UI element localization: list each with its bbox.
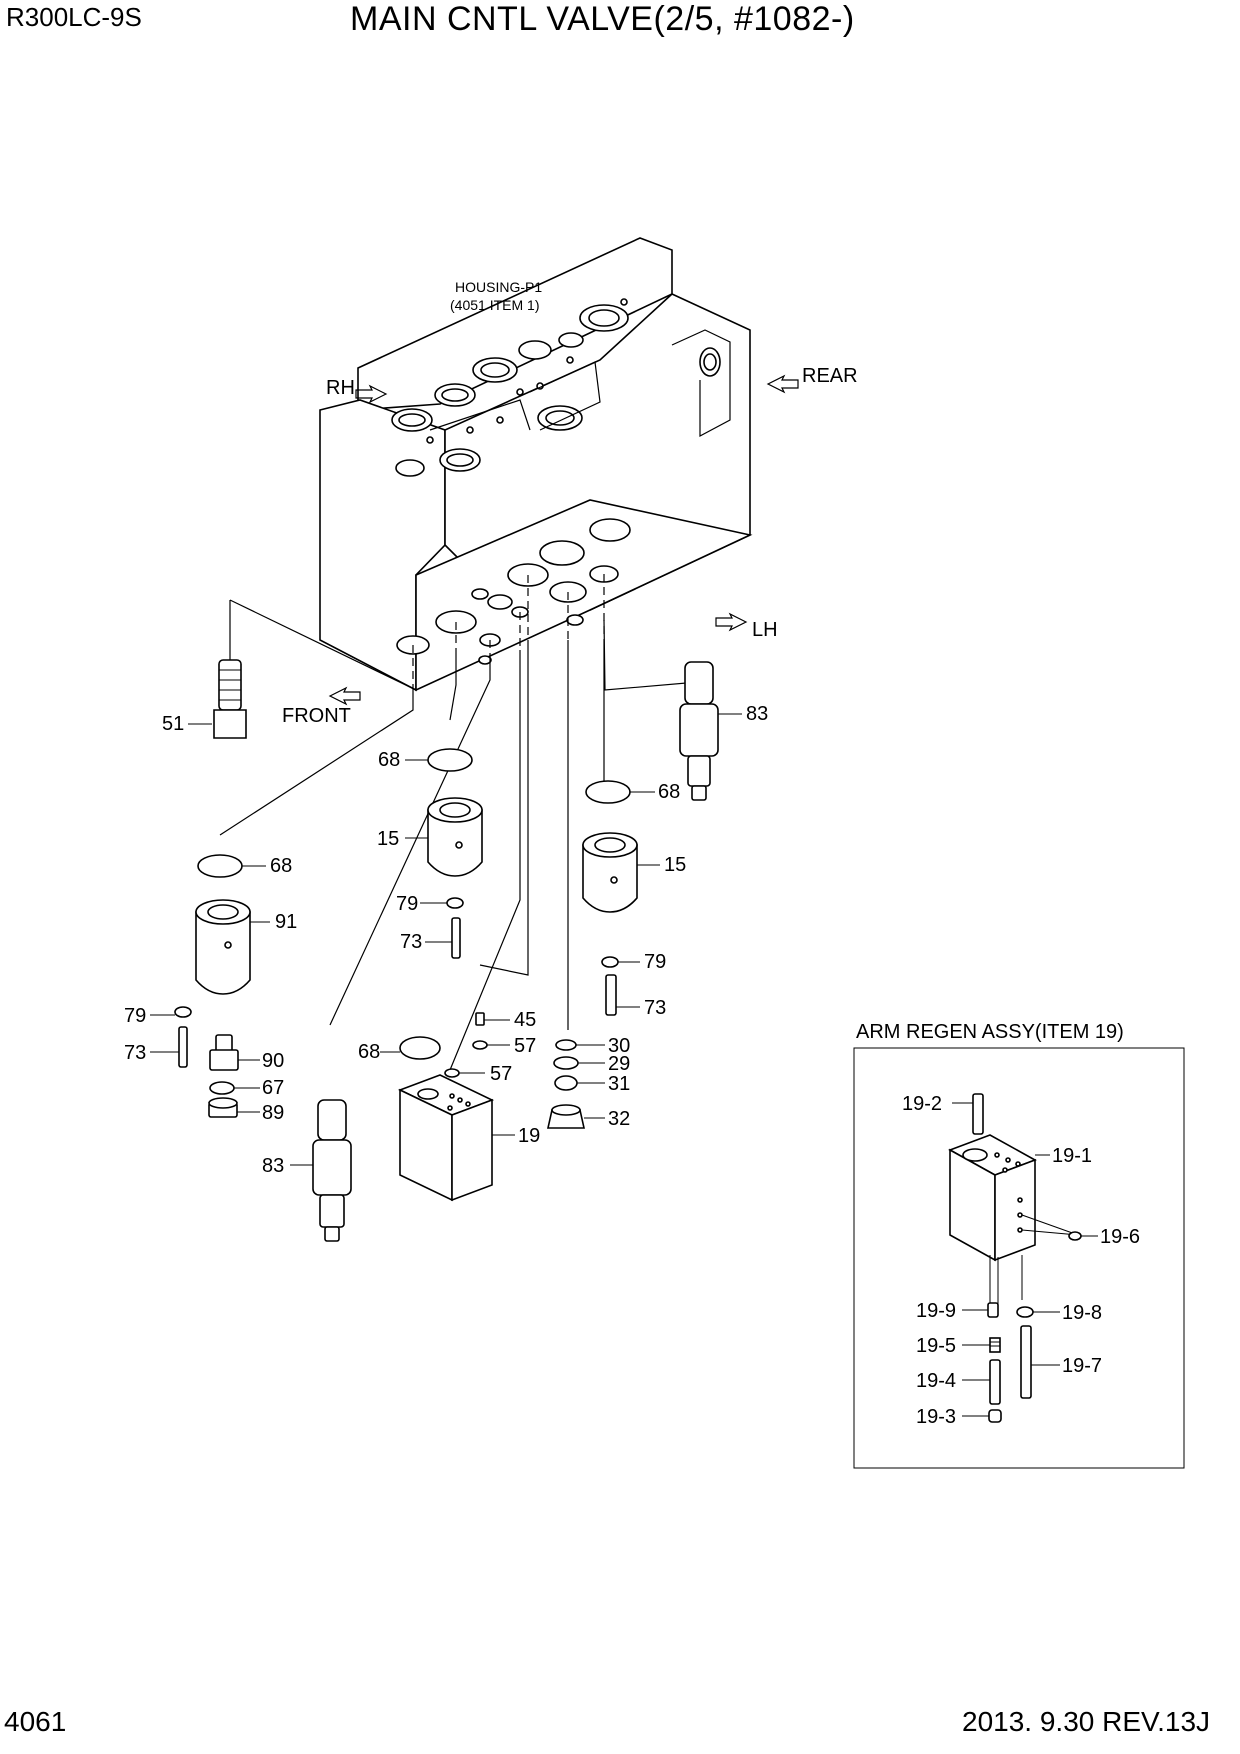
inset-label-19-3: 19-3 (916, 1406, 956, 1428)
direction-front: FRONT (282, 686, 361, 727)
callout-89: 89 (262, 1102, 284, 1124)
inset-label-19-5: 19-5 (916, 1335, 956, 1357)
part-19-arm-regen-block (397, 1074, 495, 1202)
o-ring-68-center (427, 748, 473, 772)
callout-73-center: 73 (400, 931, 422, 953)
direction-rh: RH (326, 377, 388, 404)
callout-83-left: 83 (262, 1155, 284, 1177)
leader-lines (219, 574, 699, 1071)
o-ring-29 (553, 1056, 579, 1070)
arrow-rh-icon (355, 384, 388, 404)
arrow-rear-icon (766, 374, 799, 394)
inset-title: ARM REGEN ASSY(ITEM 19) (856, 1021, 1124, 1043)
o-ring-68-lower (399, 1036, 441, 1060)
washer-79-left (174, 1006, 192, 1018)
washer-79-right (601, 956, 619, 968)
callout-73-left: 73 (124, 1042, 146, 1064)
callout-90: 90 (262, 1050, 284, 1072)
callout-67: 67 (262, 1077, 284, 1099)
callout-15-right: 15 (664, 854, 686, 876)
inset-label-19-2: 19-2 (902, 1093, 942, 1115)
part-83-relief-valve-right (679, 661, 719, 801)
callout-79-right: 79 (644, 951, 666, 973)
callout-91: 91 (275, 911, 297, 933)
part-51-fitting (213, 659, 247, 739)
inset-label-19-4: 19-4 (916, 1370, 956, 1392)
callout-31: 31 (608, 1073, 630, 1095)
callout-32: 32 (608, 1108, 630, 1130)
callout-leaders (150, 713, 742, 1166)
bolt-73-center (451, 917, 461, 959)
direction-rear-label: REAR (802, 365, 858, 387)
page-number: 4061 (4, 1706, 67, 1737)
housing-name-label: HOUSING-P1 (455, 279, 542, 295)
callout-numbers: 51 83 68 68 68 15 15 79 73 91 79 73 79 7… (124, 703, 768, 1177)
inset-label-19-9: 19-9 (916, 1300, 956, 1322)
o-ring-31 (554, 1075, 578, 1091)
inset-label-19-6: 19-6 (1100, 1226, 1140, 1248)
callout-19: 19 (518, 1125, 540, 1147)
revision-stamp: 2013. 9.30 REV.13J (962, 1706, 1211, 1737)
arrow-lh-icon (715, 612, 748, 632)
o-ring-68-right (585, 780, 631, 804)
housing-block (319, 237, 753, 692)
part-83-relief-valve-left (312, 1099, 352, 1242)
model-code: R300LC-9S (6, 2, 142, 32)
part-32-plug (547, 1104, 585, 1129)
callout-30: 30 (608, 1035, 630, 1057)
direction-rh-label: RH (326, 377, 355, 399)
inset-label-19-8: 19-8 (1062, 1302, 1102, 1324)
arrow-front-icon (328, 686, 361, 706)
callout-68-left: 68 (270, 855, 292, 877)
part-90-plug (209, 1034, 239, 1071)
callout-68-right: 68 (658, 781, 680, 803)
o-ring-30 (555, 1039, 577, 1051)
callout-79-left: 79 (124, 1005, 146, 1027)
part-89-plug (208, 1097, 238, 1118)
bolt-73-right (605, 974, 617, 1016)
bolt-73-left (178, 1026, 188, 1068)
inset-frame (853, 1047, 1185, 1469)
o-ring-57-b (444, 1068, 460, 1078)
callout-73-right: 73 (644, 997, 666, 1019)
o-ring-68-left (197, 854, 243, 878)
callout-51: 51 (162, 713, 184, 735)
callout-57-a: 57 (514, 1035, 536, 1057)
callout-79-center: 79 (396, 893, 418, 915)
o-ring-57-a (472, 1040, 488, 1050)
inset-arm-regen-assy: ARM REGEN ASSY(ITEM 19) (853, 1021, 1185, 1469)
o-ring-67 (209, 1081, 235, 1095)
callout-15-center: 15 (377, 828, 399, 850)
part-15-cover-right (582, 832, 638, 913)
washer-79-center (446, 897, 464, 909)
part-91-cover (195, 899, 251, 995)
page-title: MAIN CNTL VALVE(2/5, #1082-) (350, 0, 855, 38)
direction-lh: LH (715, 612, 778, 641)
callout-45: 45 (514, 1009, 536, 1031)
inset-label-19-7: 19-7 (1062, 1355, 1102, 1377)
callout-83-right: 83 (746, 703, 768, 725)
part-15-cover-center (427, 797, 483, 877)
direction-lh-label: LH (752, 619, 778, 641)
direction-rear: REAR (766, 365, 858, 394)
pin-45 (475, 1012, 485, 1026)
callout-68-lower: 68 (358, 1041, 380, 1063)
housing-ref-label: (4051 ITEM 1) (450, 297, 539, 313)
callout-68-center: 68 (378, 749, 400, 771)
inset-label-19-1: 19-1 (1052, 1145, 1092, 1167)
callout-57-b: 57 (490, 1063, 512, 1085)
direction-front-label: FRONT (282, 705, 351, 727)
callout-29: 29 (608, 1053, 630, 1075)
